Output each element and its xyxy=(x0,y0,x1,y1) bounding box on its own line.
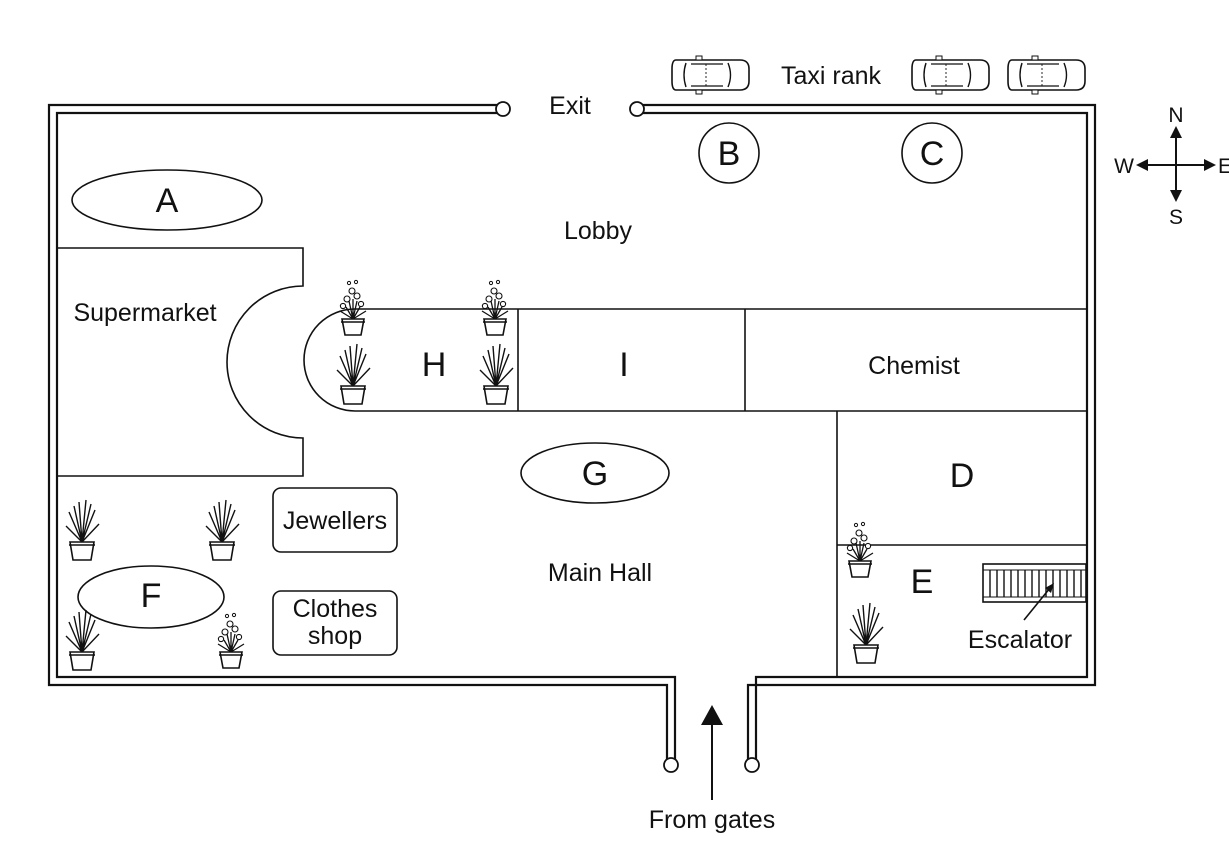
clothes-shop-label-line1: Clothes xyxy=(293,595,378,623)
compass-south: S xyxy=(1169,206,1183,229)
plant-icon xyxy=(65,499,100,561)
jewellers-shop: Jewellers xyxy=(272,487,398,553)
marker-g: G xyxy=(520,442,670,504)
marker-a-label: A xyxy=(156,182,179,220)
plant-icon xyxy=(205,499,240,561)
clothes-shop-label-line2: shop xyxy=(308,622,362,650)
marker-e-label: E xyxy=(911,563,934,601)
marker-g-label: G xyxy=(582,455,608,493)
plant-icon xyxy=(65,609,100,671)
compass-west: W xyxy=(1114,155,1134,178)
right-rooms: D E xyxy=(836,411,1087,677)
supermarket-area: Supermarket xyxy=(57,247,304,477)
marker-h-label: H xyxy=(422,346,447,384)
plant-icon xyxy=(336,343,371,405)
plant-icon xyxy=(849,602,884,664)
marker-d-label: D xyxy=(950,457,975,495)
taxi-rank-label: Taxi rank xyxy=(781,62,882,90)
taxi-car-icon xyxy=(1007,55,1086,95)
clothes-shop: Clothes shop xyxy=(272,590,398,656)
plant-icon xyxy=(339,279,367,336)
plant-icon xyxy=(481,279,509,336)
jewellers-label: Jewellers xyxy=(283,507,387,535)
main-hall-label: Main Hall xyxy=(548,559,652,587)
from-gates-label: From gates xyxy=(649,806,775,834)
marker-i-label: I xyxy=(619,346,628,384)
taxi-car-icon xyxy=(671,55,750,95)
taxi-rank: Taxi rank xyxy=(671,55,1086,95)
taxi-car-icon xyxy=(911,55,990,95)
plant-icon xyxy=(479,343,514,405)
marker-c-label: C xyxy=(920,135,945,173)
compass-north: N xyxy=(1168,104,1183,127)
plant-icon xyxy=(846,521,874,578)
chemist-label: Chemist xyxy=(868,352,960,380)
marker-c: C xyxy=(901,122,963,184)
marker-a: A xyxy=(71,169,263,231)
marker-b-label: B xyxy=(718,135,741,173)
marker-f: F xyxy=(77,565,225,629)
plant-icon xyxy=(217,612,245,669)
lobby-label: Lobby xyxy=(564,217,633,245)
compass-icon: N S W E xyxy=(1114,104,1229,229)
outer-wall xyxy=(47,101,1097,773)
supermarket-label: Supermarket xyxy=(73,299,216,327)
entrance-arrow-icon xyxy=(701,705,723,800)
marker-b: B xyxy=(698,122,760,184)
escalator-label: Escalator xyxy=(968,626,1072,654)
central-block: H I Chemist xyxy=(303,308,1087,412)
escalator-icon xyxy=(982,563,1087,621)
exit-label: Exit xyxy=(549,92,591,120)
marker-f-label: F xyxy=(141,577,162,615)
compass-east: E xyxy=(1218,155,1229,178)
